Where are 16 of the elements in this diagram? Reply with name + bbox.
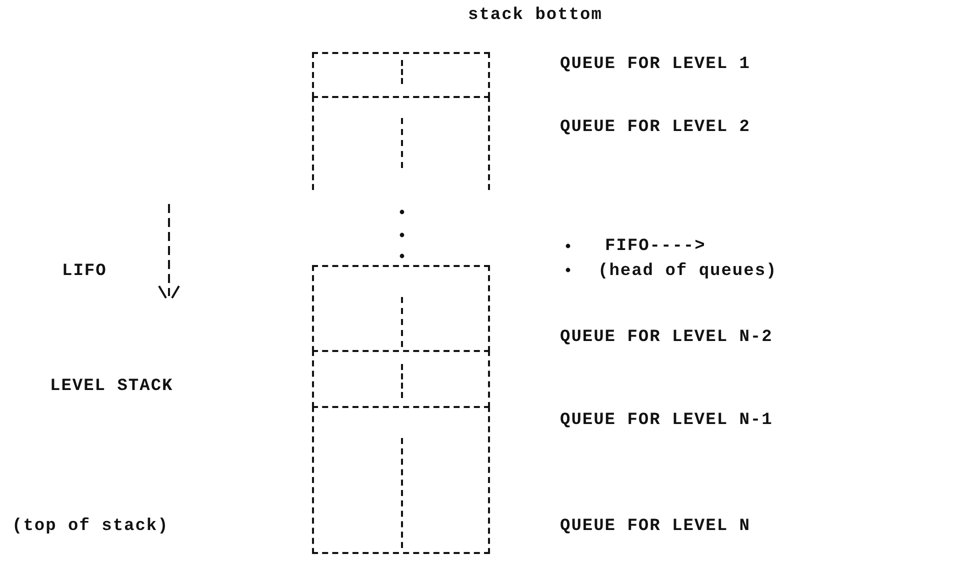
stack-cell — [312, 265, 490, 352]
stack-cell — [312, 96, 490, 190]
text-label: QUEUE FOR LEVEL N — [560, 517, 750, 537]
text-label: FIFO----> — [605, 237, 706, 257]
text-label: QUEUE FOR LEVEL N-2 — [560, 328, 773, 348]
text-label: (top of stack) — [12, 517, 169, 537]
stack-cell — [312, 52, 490, 98]
text-label: QUEUE FOR LEVEL N-1 — [560, 411, 773, 431]
text-label: LEVEL STACK — [50, 377, 174, 397]
text-label: (head of queues) — [598, 262, 778, 282]
text-label: QUEUE FOR LEVEL 2 — [560, 118, 750, 138]
text-label: QUEUE FOR LEVEL 1 — [560, 55, 750, 75]
text-label: stack bottom — [468, 6, 602, 26]
stack-cell — [312, 350, 490, 408]
stack-cell — [312, 406, 490, 554]
text-label: LIFO — [62, 262, 107, 282]
